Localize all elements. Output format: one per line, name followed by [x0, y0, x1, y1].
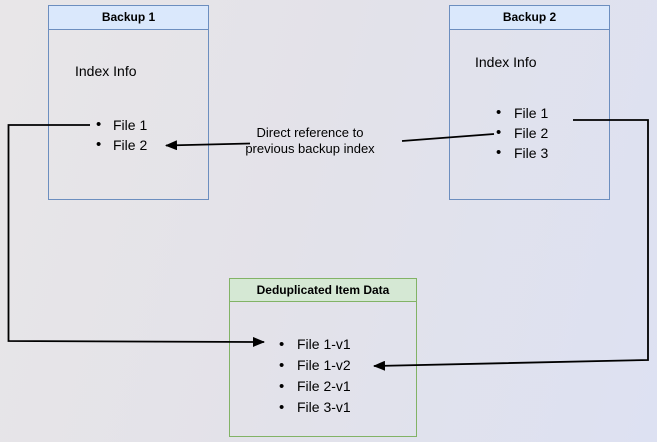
dedup-header: Deduplicated Item Data [230, 279, 416, 302]
edge-annotation-line1: Direct reference to [256, 125, 364, 140]
backup2-file-item: File 1 [496, 103, 548, 123]
backup1-title: Backup 1 [101, 10, 156, 24]
dedup-file-item: File 2-v1 [279, 376, 351, 397]
backup2-index-info-label: Index Info [475, 54, 537, 70]
backup1-node: Backup 1 [48, 5, 209, 200]
dedup-node: Deduplicated Item Data [229, 278, 417, 437]
backup2-title: Backup 2 [502, 10, 557, 24]
backup2-file-item: File 2 [496, 123, 548, 143]
dedup-file-list: File 1-v1 File 1-v2 File 2-v1 File 3-v1 [279, 334, 351, 418]
dedup-file-item: File 1-v1 [279, 334, 351, 355]
backup1-header: Backup 1 [49, 6, 208, 30]
backup2-file-item: File 3 [496, 143, 548, 163]
backup1-index-info-label: Index Info [75, 63, 137, 79]
dedup-title: Deduplicated Item Data [256, 283, 390, 297]
edge-annotation-line2: previous backup index [245, 141, 375, 156]
backup1-file-item: File 1 [96, 115, 147, 135]
backup2-header: Backup 2 [450, 6, 609, 30]
dedup-file-item: File 3-v1 [279, 397, 351, 418]
dedup-file-item: File 1-v2 [279, 355, 351, 376]
edge-annotation-label: Direct reference to previous backup inde… [225, 125, 395, 157]
backup2-node: Backup 2 [449, 5, 610, 200]
backup1-file-item: File 2 [96, 135, 147, 155]
backup2-file-list: File 1 File 2 File 3 [496, 103, 548, 163]
backup1-file-list: File 1 File 2 [96, 115, 147, 155]
